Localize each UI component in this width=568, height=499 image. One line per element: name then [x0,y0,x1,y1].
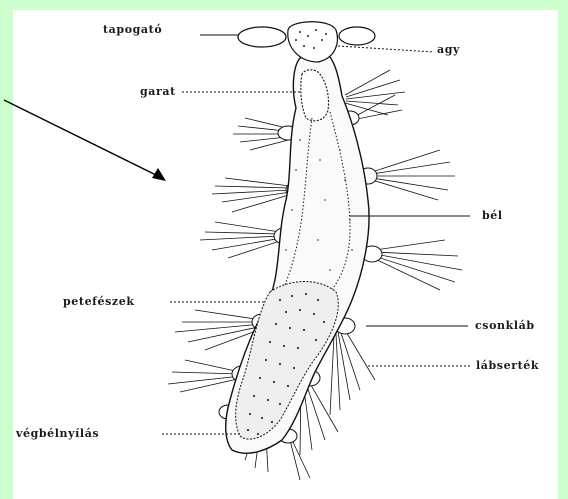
label-csonklab: csonkláb [475,320,535,332]
label-vegbelnyilas: végbélnyílás [16,428,99,440]
label-tapogato: tapogató [103,24,162,36]
head [238,22,375,62]
label-agy: agy [437,44,460,56]
label-petefeszek: petefészek [63,296,135,308]
label-bel: bél [482,210,503,222]
pointer-arrow [4,100,166,181]
label-labserte: lábserték [476,360,539,372]
label-garat: garat [140,86,176,98]
